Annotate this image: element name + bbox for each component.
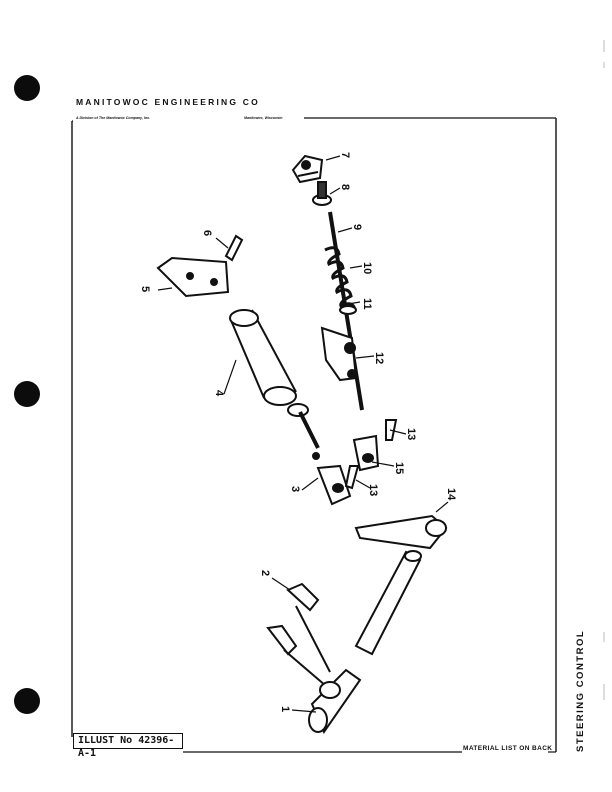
callout-15: 15: [393, 462, 405, 474]
callout-1: 1: [279, 706, 291, 712]
callout-8: 8: [339, 184, 351, 190]
binder-hole-middle: [14, 381, 40, 407]
binder-hole-top: [14, 75, 40, 101]
binder-hole-bottom: [14, 688, 40, 714]
callout-5: 5: [139, 286, 151, 292]
material-list-note: MATERIAL LIST ON BACK: [463, 745, 553, 752]
division-line: A Division of The Manitowoc Company, Inc…: [76, 116, 151, 120]
part-7-bracket: [291, 154, 324, 184]
part-15-clevis: [352, 434, 380, 472]
callout-13b: 13: [405, 428, 417, 440]
callout-2: 2: [259, 570, 271, 576]
callout-13a: 13: [367, 484, 379, 496]
part-4-cylinder: [229, 309, 320, 460]
callout-14: 14: [445, 488, 457, 501]
part-13-pin: [344, 419, 398, 490]
callout-11: 11: [361, 298, 373, 310]
part-1-shaft: [308, 668, 362, 735]
callout-3: 3: [289, 486, 301, 492]
part-2-fork: [266, 582, 331, 687]
part-14-lever: [354, 514, 448, 550]
leader-lines: [157, 155, 449, 713]
part-3-clevis: [316, 464, 352, 506]
location-line: Manitowoc, Wisconsin: [244, 116, 283, 120]
company-name: MANITOWOC ENGINEERING CO: [76, 97, 260, 107]
part-12-clevis: [320, 326, 358, 382]
part-6-pin: [224, 234, 244, 262]
part-5-bracket: [156, 256, 230, 298]
callout-12: 12: [373, 352, 385, 364]
part-8-bolt: [312, 181, 332, 206]
callout-9: 9: [351, 224, 363, 230]
shaft: [354, 550, 422, 656]
callout-6: 6: [201, 230, 213, 236]
callout-10: 10: [361, 262, 373, 274]
callout-4: 4: [213, 390, 225, 397]
callout-7: 7: [339, 152, 351, 158]
illustration-number: ILLUST No 42396-A-1: [73, 733, 183, 759]
section-title: STEERING CONTROL: [575, 629, 586, 752]
